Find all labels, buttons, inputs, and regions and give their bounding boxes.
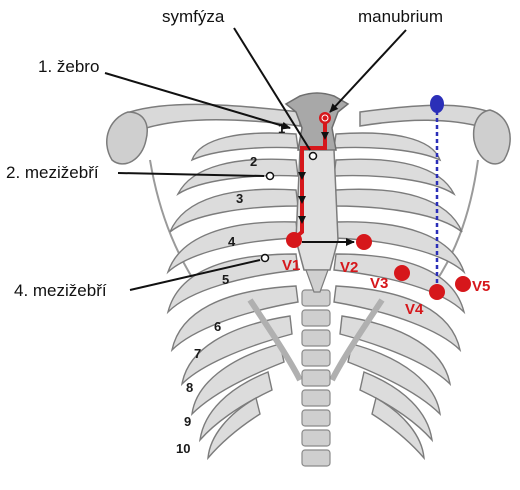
manubrium-callout — [330, 30, 406, 112]
right-clavicle — [360, 105, 490, 128]
manubrium-point — [319, 112, 331, 124]
left-shoulder — [107, 112, 147, 164]
label-manubrium: manubrium — [358, 7, 443, 26]
symfyza-point — [310, 153, 317, 160]
rib-number: 3 — [236, 191, 243, 206]
label-symfyza: symfýza — [162, 7, 225, 26]
rib-number: 6 — [214, 319, 221, 334]
electrode-v2 — [356, 234, 372, 250]
ics4-point — [262, 255, 269, 262]
rib-number: 5 — [222, 272, 229, 287]
left-clavicle — [130, 104, 300, 130]
rib-number: 4 — [228, 234, 236, 249]
electrode-v1 — [286, 232, 302, 248]
electrode-v5 — [455, 276, 471, 292]
electrode-v3 — [394, 265, 410, 281]
rib-number: 8 — [186, 380, 193, 395]
rib-number: 10 — [176, 441, 190, 456]
label-ics4: 4. mezižebří — [14, 281, 107, 300]
electrode-label-v1: V1 — [282, 257, 300, 274]
electrode-label-v2: V2 — [340, 259, 358, 276]
midclavicular-marker — [430, 95, 444, 113]
rib-number: 1 — [278, 121, 285, 136]
xiphoid — [306, 270, 328, 292]
label-rib1: 1. žebro — [38, 57, 99, 76]
ics2-point — [267, 173, 274, 180]
midclavicular-line — [430, 95, 444, 292]
rib-number: 9 — [184, 414, 191, 429]
label-ics2: 2. mezižebří — [6, 163, 99, 182]
electrode-v4 — [429, 284, 445, 300]
rib-number: 2 — [250, 154, 257, 169]
rib-number: 7 — [194, 346, 201, 361]
electrode-label-v3: V3 — [370, 275, 388, 292]
electrode-label-v4: V4 — [405, 301, 424, 318]
right-shoulder — [474, 110, 511, 164]
electrode-label-v5: V5 — [472, 278, 490, 295]
